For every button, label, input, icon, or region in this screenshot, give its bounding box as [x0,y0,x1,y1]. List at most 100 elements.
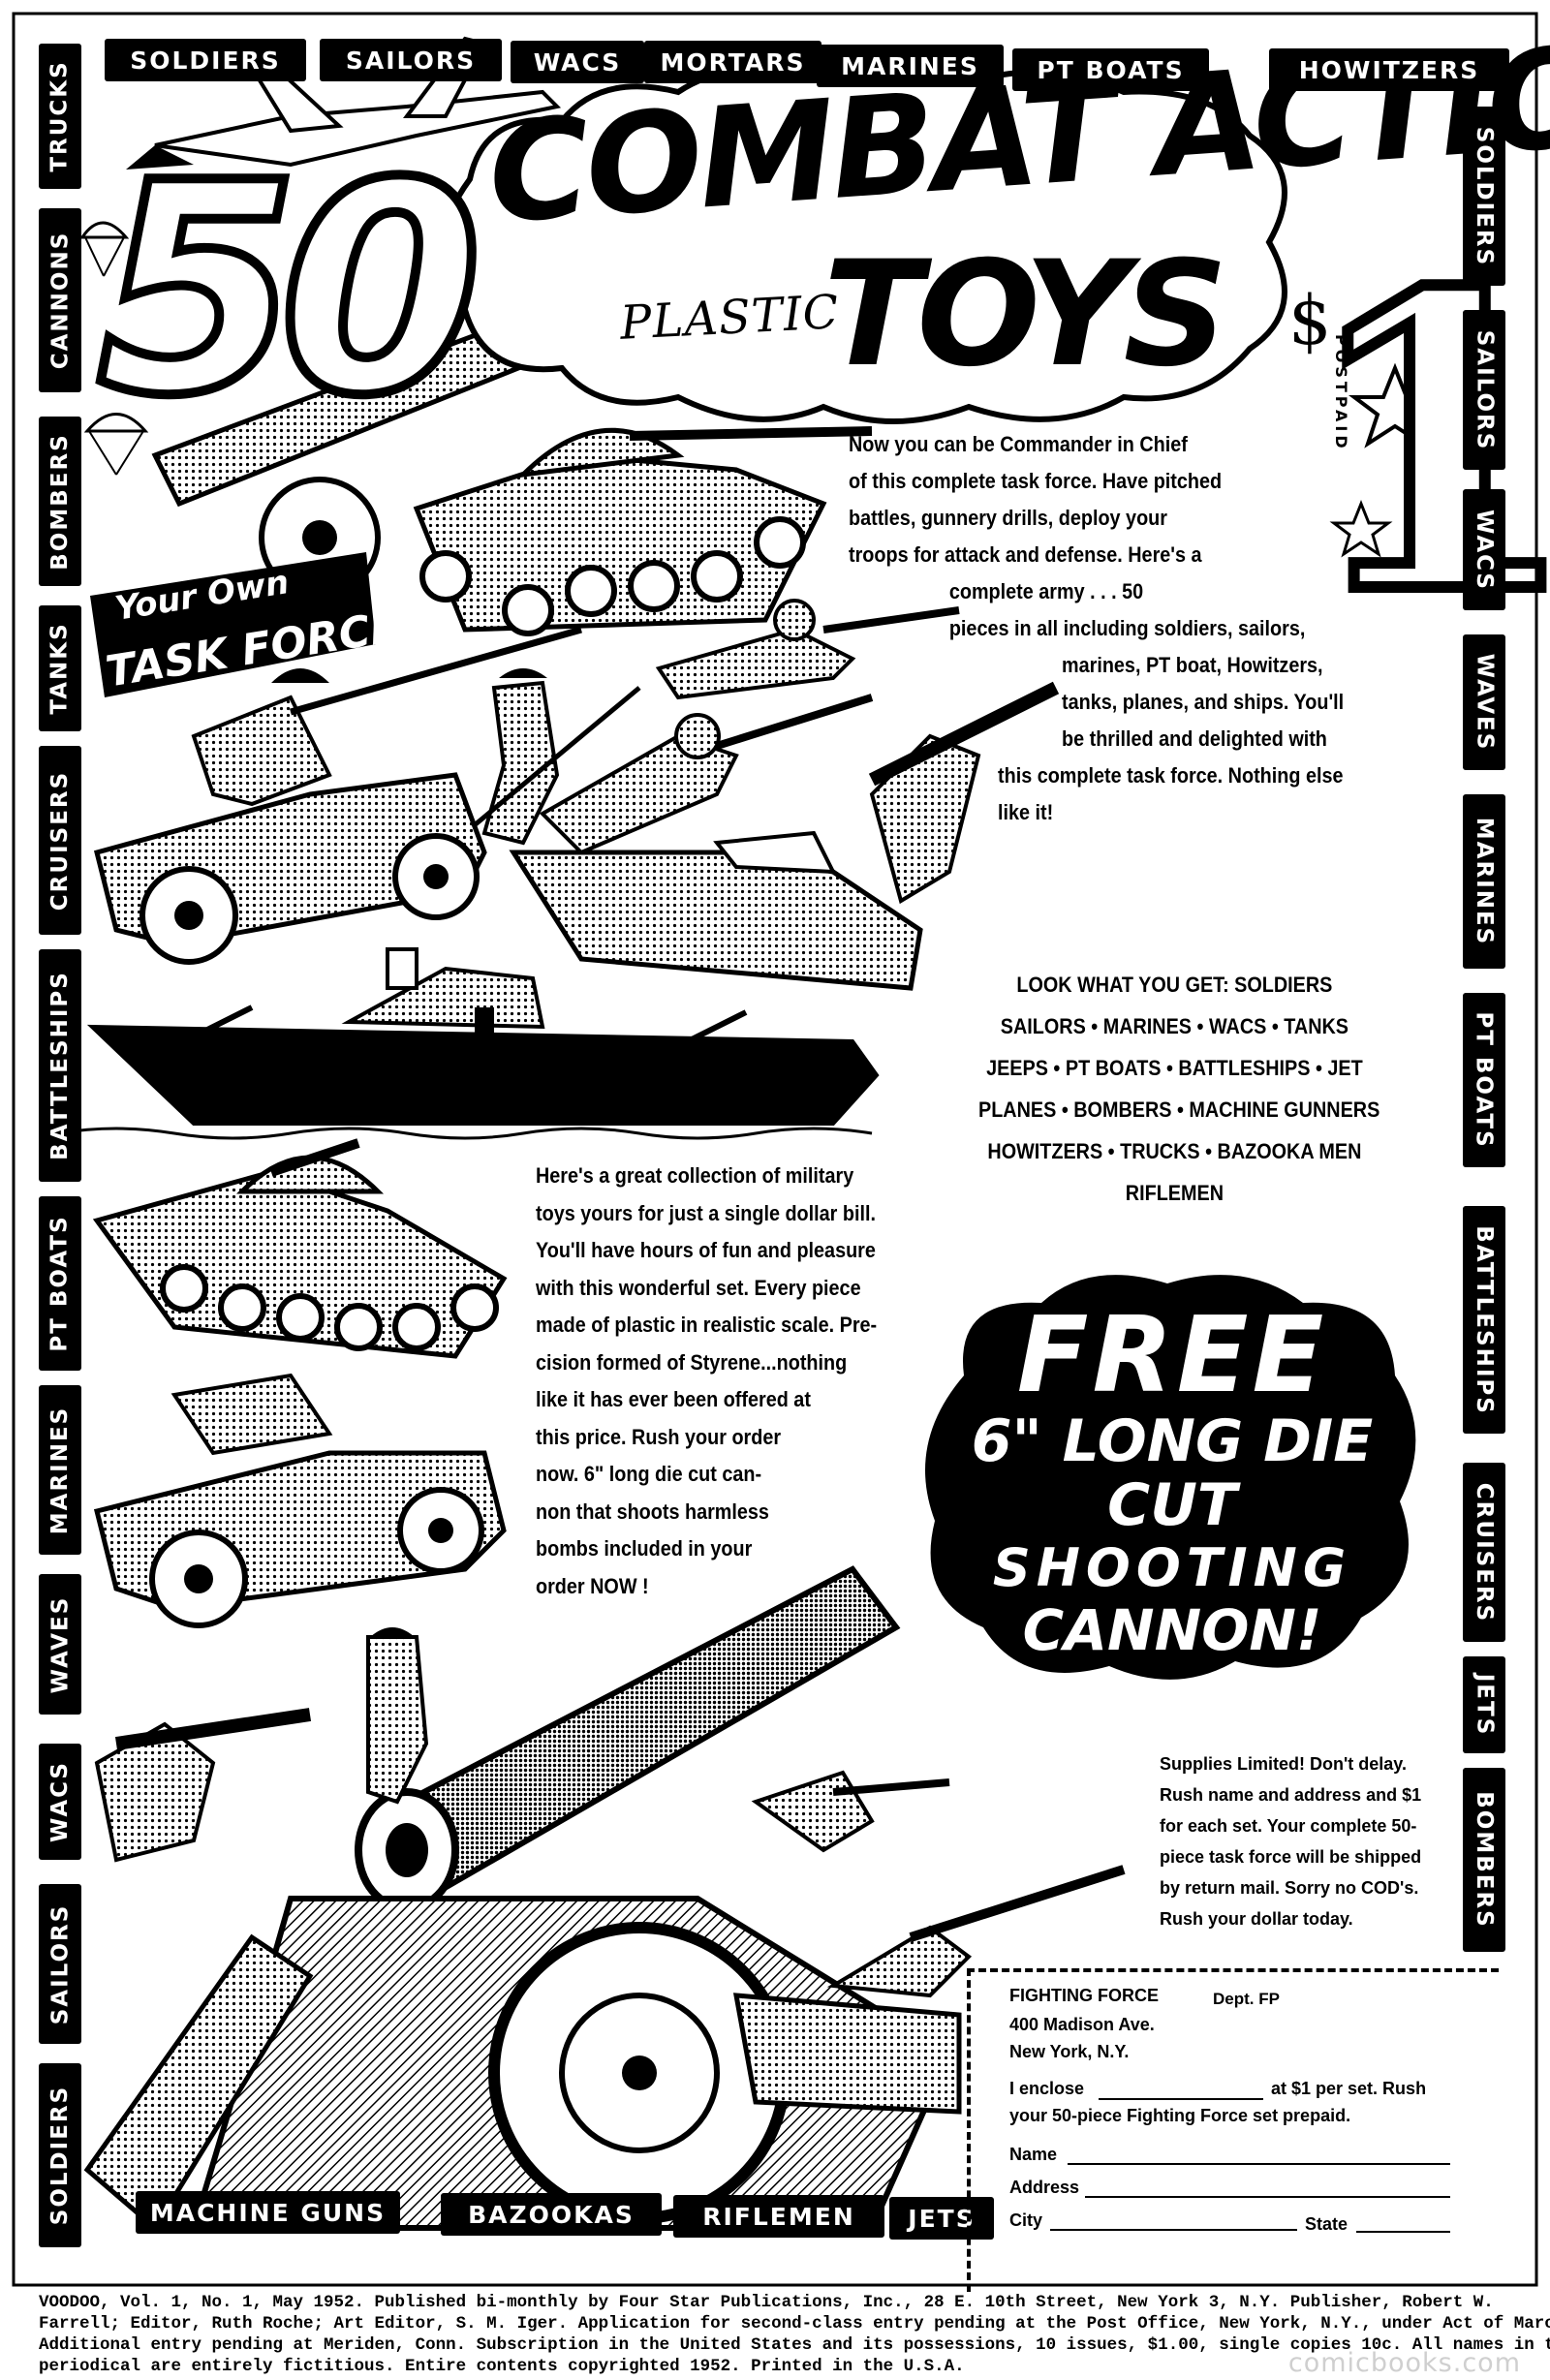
coupon-address-field[interactable] [1085,2196,1450,2198]
rifleman-drawing [191,626,582,807]
coupon-address1: 400 Madison Ave. [1009,2015,1155,2034]
order-coupon: FIGHTING FORCE Dept. FP 400 Madison Ave.… [967,1968,1499,2292]
tank-drawing-top [413,426,873,636]
coupon-city-label: City [1009,2210,1043,2230]
coupon-state-label: State [1305,2214,1348,2234]
headline-number: 50 [92,121,487,459]
intro-line: Now you can be Commander in Chief [849,432,1188,456]
collection-line: Here's a great collection of military [536,1163,854,1188]
publication-indicia: VOODOO, Vol. 1, No. 1, May 1952. Publish… [39,2292,1550,2377]
crawling-soldier-drawing [655,599,960,700]
top-label-sailors: SAILORS [320,39,502,81]
what-you-get-line: HOWITZERS • TRUCKS • BAZOOKA MEN [987,1139,1362,1163]
coupon-address-label: Address [1009,2178,1080,2197]
free-offer-cloud [925,1275,1416,1680]
task-force-banner: Your Own TASK FORCE [85,547,403,702]
star-decoration [1329,362,1442,558]
left-label-soldiers: SOLDIERS [39,2063,81,2247]
right-label-soldiers: SOLDIERS [1463,107,1505,286]
right-label-marines: MARINES [1463,794,1505,969]
intro-line: pieces in all including soldiers, sailor… [948,616,1306,640]
indicia-line: Farrell; Editor, Ruth Roche; Art Editor,… [39,2314,1550,2334]
collection-paragraph: Here's a great collection of military to… [536,1158,877,1605]
pt-boat-drawing [509,830,923,991]
intro-paragraph: Now you can be Commander in Chief of thi… [849,426,1344,831]
right-label-wacs: WACS [1463,489,1505,610]
top-label-wacs: WACS [511,41,644,83]
left-label-waves: WAVES [39,1574,81,1715]
left-label-cannons: CANNONS [39,208,81,392]
coupon-name-label: Name [1009,2145,1058,2164]
supplies-line: for each set. Your complete 50- [1160,1816,1417,1836]
top-label-howitzers: HOWITZERS [1269,48,1509,91]
collection-line: now. 6" long die cut can- [536,1462,762,1486]
page-border [12,12,1538,2287]
watermark: comicbooks.com [1287,2348,1521,2378]
intro-line: troops for attack and defense. Here's a [849,542,1202,567]
free-offer-text: FREE 6" LONG DIE CUT SHOOTING CANNON! [945,1295,1400,1663]
right-label-sailors: SAILORS [1463,310,1505,470]
jeep-drawing-top [93,772,487,965]
free-offer-line2: 6" LONG DIE CUT [971,1407,1374,1539]
coupon-enclose-amount-field[interactable] [1099,2098,1263,2100]
bottom-label-machine-guns: MACHINE GUNS [136,2191,400,2234]
headline-plastic: PLASTIC [618,285,841,351]
left-label-sailors: SAILORS [39,1884,81,2044]
right-label-waves: WAVES [1463,634,1505,770]
right-label-cruisers: CRUISERS [1463,1463,1505,1642]
right-label-pt-boats: PT BOATS [1463,993,1505,1167]
right-label-battleships: BATTLESHIPS [1463,1206,1505,1434]
bazooka-man-drawing-top [868,681,1060,905]
right-label-jets: JETS [1463,1656,1505,1753]
bottom-label-riflemen: RIFLEMEN [673,2195,884,2238]
parachute-drawing [79,221,149,476]
intro-line: like it! [998,800,1054,824]
supplies-line: Rush your dollar today. [1160,1909,1353,1929]
top-label-marines: MARINES [817,45,1004,87]
collection-line: toys yours for just a single dollar bill… [536,1200,876,1225]
collection-line: like it has ever been offered at [536,1387,811,1411]
bazooka-man-drawing-bottom [94,1627,429,1863]
battleship-drawing [57,947,880,1140]
tank-drawing-middle [92,1138,508,1359]
coupon-company: FIGHTING FORCE [1009,1986,1159,2005]
coupon-dept: Dept. FP [1213,1990,1280,2008]
left-label-cruisers: CRUISERS [39,746,81,935]
indicia-line: VOODOO, Vol. 1, No. 1, May 1952. Publish… [39,2293,1494,2312]
price-numeral: 1 [1292,206,1550,684]
left-label-wacs: WACS [39,1744,81,1860]
intro-line: be thrilled and delighted with [1062,726,1327,751]
top-label-pt-boats: PT BOATS [1012,48,1209,91]
coupon-city-field[interactable] [1050,2229,1297,2231]
coupon-name-field[interactable] [1068,2163,1450,2165]
free-offer-line1: FREE [1016,1295,1328,1416]
left-label-trucks: TRUCKS [39,44,81,189]
left-label-battleships: BATTLESHIPS [39,949,81,1182]
rifleman-drawing-bottom [732,1770,1126,2115]
headline-toys: TOYS [823,231,1228,399]
free-offer-line4: CANNON! [1022,1597,1322,1663]
top-label-mortars: MORTARS [644,41,822,83]
supplies-line: Supplies Limited! Don't delay. [1160,1754,1407,1774]
left-label-bombers: BOMBERS [39,417,81,586]
jeep-drawing-middle [93,1373,507,1628]
bottom-label-jets: JETS [889,2197,994,2240]
intro-line: marines, PT boat, Howitzers, [1062,653,1323,677]
collection-line: You'll have hours of fun and pleasure [536,1238,876,1262]
intro-line: tanks, planes, and ships. You'll [1062,690,1345,714]
what-you-get-list: LOOK WHAT YOU GET: SOLDIERS SAILORS • MA… [978,964,1380,1214]
intro-line: this complete task force. Nothing else [998,763,1344,788]
collection-line: made of plastic in realistic scale. Pre- [536,1313,878,1337]
banner-flag-shape [90,552,376,697]
indicia-line: periodical are entirely fictitious. Enti… [39,2357,965,2376]
coupon-state-field[interactable] [1356,2231,1450,2233]
intro-line: complete army . . . 50 [948,579,1144,603]
collection-line: this price. Rush your order [536,1424,782,1449]
coupon-enclose-prefix: I enclose [1009,2079,1085,2098]
coupon-enclose-suffix: at $1 per set. Rush [1271,2079,1427,2098]
left-label-pt-boats: PT BOATS [39,1196,81,1371]
intro-line: battles, gunnery drills, deploy your [849,506,1167,530]
shooting-cannon-drawing [83,1565,953,2232]
